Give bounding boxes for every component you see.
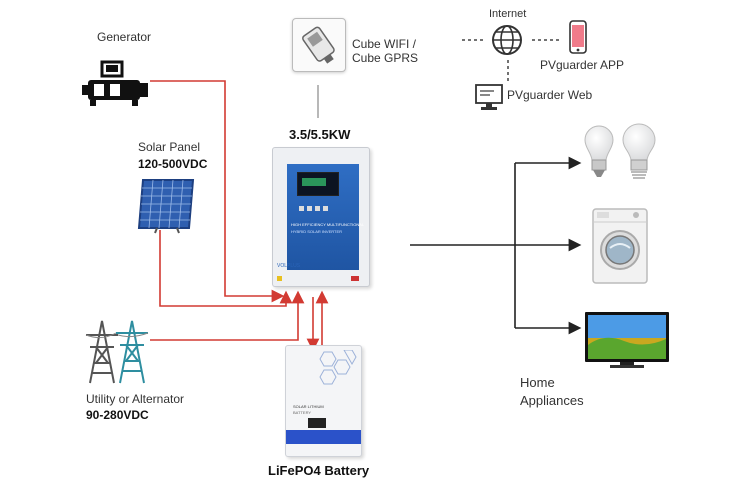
inverter-warning-label [277, 276, 282, 281]
utility-label: Utility or Alternator [86, 392, 185, 406]
inverter-front-panel: HIGH EFFICIENCY MULTIFUNCTIONAL HYBRID S… [287, 164, 364, 270]
internet-label: Internet [489, 8, 527, 20]
washing-machine-icon [592, 208, 648, 284]
appliances-label-line2: Appliances [520, 393, 584, 408]
inverter-rating: 3.5/5.5KW [289, 127, 351, 142]
utility-voltage: 90-280VDC [86, 408, 149, 422]
web-label: PVguarder Web [507, 88, 593, 102]
inverter-panel-text-2: HYBRID SOLAR INVERTER [291, 229, 343, 234]
solar-panel-icon [137, 179, 195, 234]
app-label: PVguarder APP [540, 58, 625, 72]
battery-blue-band [286, 430, 361, 444]
television-icon [585, 312, 669, 368]
light-bulb-icon [584, 123, 656, 179]
inverter-terminal [351, 276, 359, 281]
generator-icon [82, 60, 148, 106]
appliances-label-line1: Home [520, 375, 555, 390]
solar-voltage: 120-500VDC [138, 157, 208, 171]
inverter-brand: VOLPLUS [277, 263, 301, 269]
inverter-panel-text-1: HIGH EFFICIENCY MULTIFUNCTIONAL [291, 222, 365, 227]
generator-label: Generator [97, 30, 152, 44]
wifi-label-line1: Cube WIFI / [352, 37, 417, 51]
battery-hexagon-pattern [319, 350, 357, 385]
utility-line [150, 290, 305, 341]
globe-icon [492, 25, 522, 55]
solar-line [159, 230, 293, 307]
battery-unit: SOLAR LITHIUM BATTERY [285, 345, 362, 457]
wifi-module-box [292, 18, 346, 72]
battery-label: LiFePO4 Battery [268, 463, 370, 478]
solar-label: Solar Panel [138, 140, 201, 154]
wifi-module-icon [302, 26, 335, 64]
wifi-label-line2: Cube GPRS [352, 51, 419, 65]
transmission-tower-icon [85, 320, 149, 384]
smartphone-icon [569, 20, 587, 54]
battery-panel-text-2: BATTERY [293, 410, 312, 415]
inverter-unit: HIGH EFFICIENCY MULTIFUNCTIONAL HYBRID S… [272, 147, 370, 287]
battery-panel-text-1: SOLAR LITHIUM [293, 404, 324, 409]
inverter-display [297, 172, 339, 196]
battery-display [308, 418, 326, 428]
computer-icon [475, 84, 503, 110]
generator-line [150, 80, 285, 303]
inverter-button-row [299, 198, 328, 216]
